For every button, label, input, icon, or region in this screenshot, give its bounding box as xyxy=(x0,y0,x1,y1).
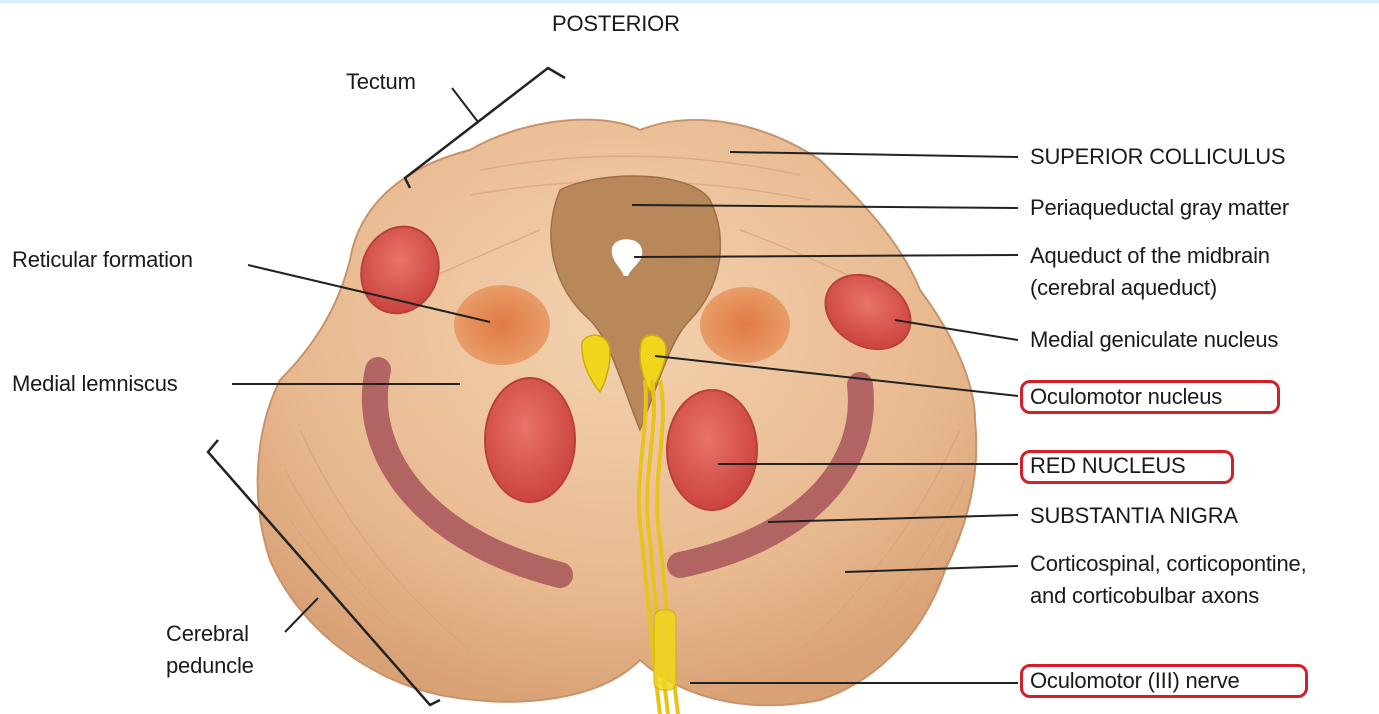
medial-geniculate-label: Medial geniculate nucleus xyxy=(1030,326,1278,354)
superior-colliculus-label: SUPERIOR COLLICULUS xyxy=(1030,143,1285,171)
corticospinal-label-2: and corticobulbar axons xyxy=(1030,582,1259,610)
posterior-label: POSTERIOR xyxy=(552,10,680,38)
substantia-nigra-label: SUBSTANTIA NIGRA xyxy=(1030,502,1238,530)
oculomotor-nerve-bundle xyxy=(654,610,676,690)
cerebral-peduncle-label-2: peduncle xyxy=(166,652,254,680)
periaqueductal-label: Periaqueductal gray matter xyxy=(1030,194,1289,222)
red-nucleus-right xyxy=(667,390,757,510)
corticospinal-label-1: Corticospinal, corticopontine, xyxy=(1030,550,1306,578)
oculomotor-nerve-label: Oculomotor (III) nerve xyxy=(1030,667,1240,695)
cerebral-peduncle-label-1: Cerebral xyxy=(166,620,249,648)
aqueduct-label-1: Aqueduct of the midbrain xyxy=(1030,242,1270,270)
tectum-leader xyxy=(452,88,478,122)
red-nucleus-label: RED NUCLEUS xyxy=(1030,452,1186,480)
reticular-formation-label: Reticular formation xyxy=(12,246,193,274)
tectum-label: Tectum xyxy=(346,68,416,96)
medial-lemniscus-label: Medial lemniscus xyxy=(12,370,178,398)
reticular-right xyxy=(700,287,790,363)
reticular-left xyxy=(454,285,550,365)
red-nucleus-left xyxy=(485,378,575,502)
oculomotor-nucleus-label: Oculomotor nucleus xyxy=(1030,383,1222,411)
aqueduct-label-2: (cerebral aqueduct) xyxy=(1030,274,1217,302)
